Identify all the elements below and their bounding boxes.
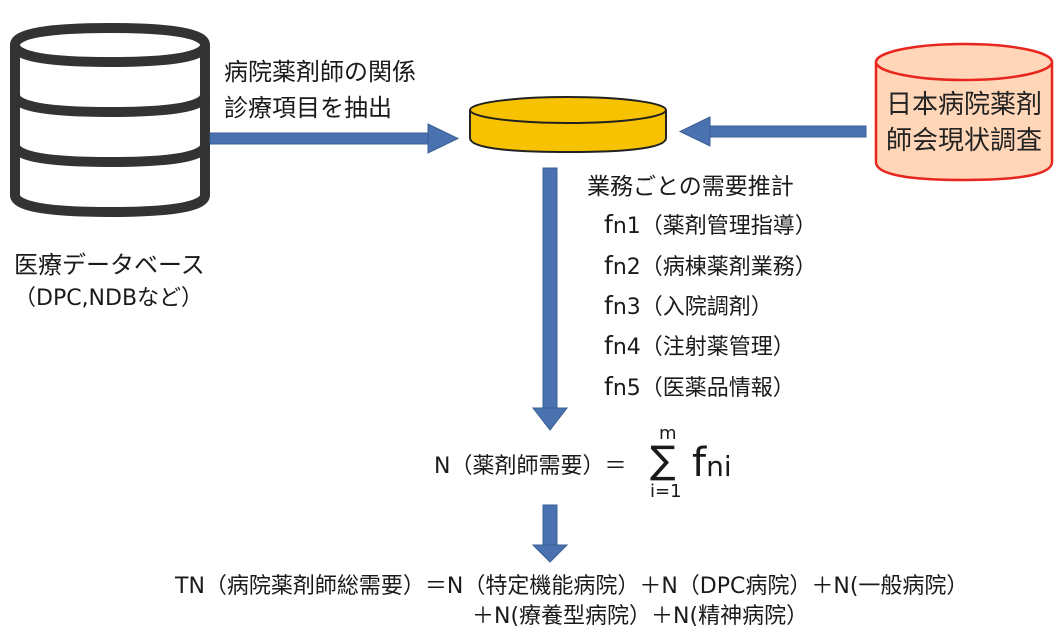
database-sublabel: （DPC,NDBなど） — [14, 286, 204, 311]
extract-label-line2: 診療項目を抽出 — [224, 94, 392, 122]
survey-label-line2: 師会現状調査 — [885, 126, 1042, 156]
extract-label-line1: 病院薬剤師の関係 — [224, 58, 416, 86]
estimate-item: fn3（入院調剤） — [604, 291, 773, 320]
database-label: 医療データベース — [14, 251, 205, 279]
extract-arrow — [209, 123, 460, 154]
estimate-heading: 業務ごとの需要推計 — [587, 174, 794, 200]
sigma-upper: m — [659, 423, 677, 444]
sigma-lower: i=1 — [650, 481, 682, 502]
estimate-cylinder — [469, 96, 667, 154]
estimate-item: fn4（注射薬管理） — [604, 331, 795, 360]
estimate-item: fn5（医薬品情報） — [604, 372, 795, 401]
estimate-item: fn2（病棟薬剤業務） — [604, 251, 817, 280]
database-icon — [10, 23, 210, 217]
down-arrow-2 — [531, 504, 569, 563]
sigma-symbol: ∑ — [650, 438, 676, 482]
formula-term: fni — [692, 440, 732, 486]
survey-arrow — [678, 116, 867, 147]
formula-lhs: N（薬剤師需要）＝ — [434, 454, 627, 479]
survey-cylinder — [874, 42, 1054, 182]
estimate-item: fn1（薬剤管理指導） — [604, 210, 817, 239]
total-line2: ＋N(療養型病院）＋N(精神病院） — [472, 604, 809, 629]
total-line1: TN（病院薬剤師総需要）＝N（特定機能病院）＋N（DPC病院）＋N(一般病院） — [175, 574, 969, 599]
survey-label-line1: 日本病院薬剤 — [885, 90, 1042, 120]
down-arrow-1 — [531, 167, 569, 431]
